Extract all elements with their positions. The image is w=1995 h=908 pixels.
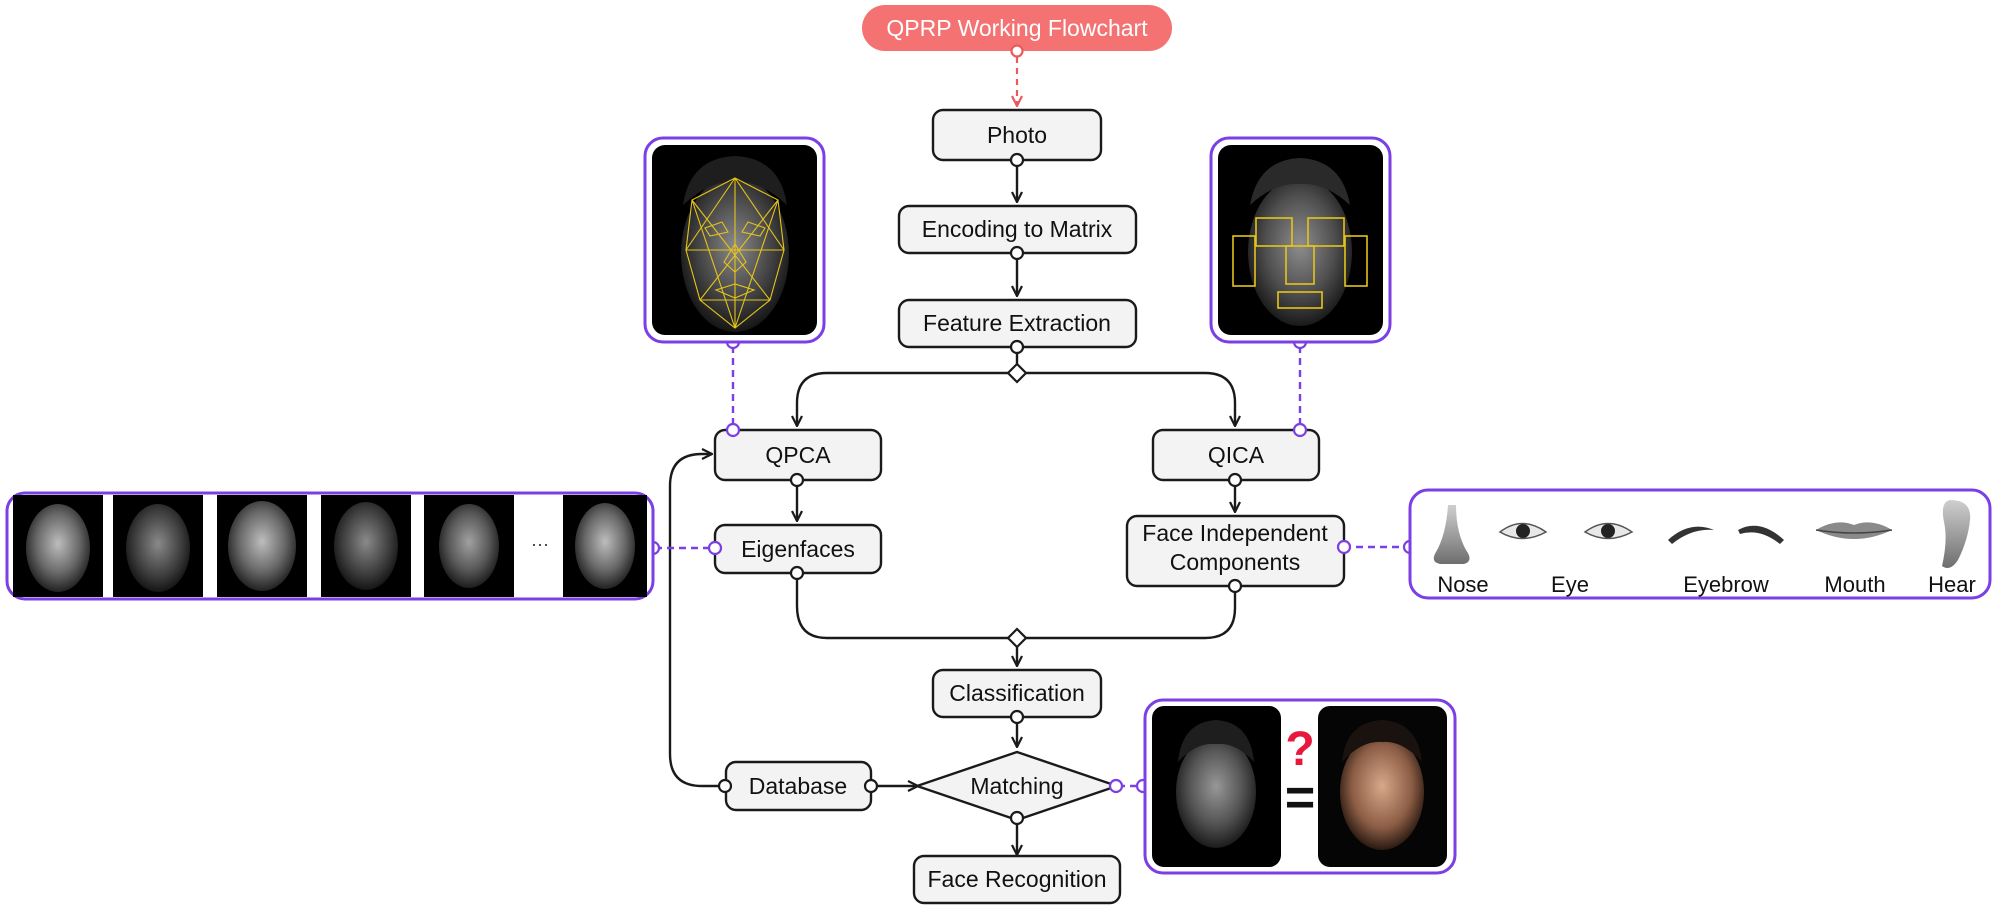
node-matching: Matching xyxy=(915,750,1119,822)
title-text: QPRP Working Flowchart xyxy=(886,15,1148,41)
feature-label-eye: Eye xyxy=(1551,572,1589,597)
title-connector xyxy=(1010,44,1024,107)
qpca-label: QPCA xyxy=(765,442,831,468)
feature-label-eyebrow: Eyebrow xyxy=(1683,572,1769,597)
facial-features-panel: Nose Eye Eyebrow Mouth Hear xyxy=(1408,488,1992,600)
eigenface-thumb-3 xyxy=(217,495,307,597)
connector-eigenfaces-merge xyxy=(795,573,1009,640)
face-recognition-label: Face Recognition xyxy=(928,866,1107,892)
feature-label-mouth: Mouth xyxy=(1824,572,1885,597)
port-components-bottom xyxy=(1227,578,1243,594)
feature-extraction-label: Feature Extraction xyxy=(923,310,1111,336)
node-database: Database xyxy=(724,760,873,812)
node-encoding-to-matrix: Encoding to Matrix xyxy=(897,204,1138,255)
split-diamond xyxy=(1006,362,1028,384)
title-pill: QPRP Working Flowchart xyxy=(862,5,1172,51)
connector-split-qpca xyxy=(797,371,1009,426)
eigenfaces-label: Eigenfaces xyxy=(741,536,855,562)
node-qpca: QPCA xyxy=(713,428,883,482)
eyebrow-image-right xyxy=(1738,525,1784,544)
port-qica-top xyxy=(1292,422,1308,438)
port-components-right xyxy=(1336,539,1352,555)
comparison-panel: ? = xyxy=(1143,698,1457,875)
classification-label: Classification xyxy=(949,680,1085,706)
database-face-image xyxy=(1318,706,1447,867)
qica-label: QICA xyxy=(1208,442,1265,468)
mesh-face-panel xyxy=(643,136,826,344)
ear-image xyxy=(1942,500,1971,568)
port-qpca-bottom xyxy=(789,472,805,488)
connector-components-merge xyxy=(1025,586,1237,640)
connector-split-qica xyxy=(1025,371,1235,426)
port-matching-bottom xyxy=(1009,810,1025,826)
mouth-image xyxy=(1815,522,1893,539)
port-qica-bottom xyxy=(1227,472,1243,488)
face-independent-label-line2: Components xyxy=(1170,549,1300,575)
port-database-left xyxy=(717,778,733,794)
eyebrow-image-left xyxy=(1668,526,1714,544)
node-qica: QICA xyxy=(1151,428,1321,482)
flow-connectors xyxy=(668,160,1237,855)
eigenfaces-ellipsis: ··· xyxy=(531,534,549,554)
port-eigenfaces-bottom xyxy=(789,565,805,581)
boxes-face-panel xyxy=(1209,136,1392,344)
node-feature-extraction: Feature Extraction xyxy=(897,298,1138,349)
eye-image-left xyxy=(1498,522,1548,540)
node-classification: Classification xyxy=(931,668,1103,719)
merge-diamond xyxy=(1006,627,1028,649)
nose-image xyxy=(1433,505,1470,564)
node-face-recognition: Face Recognition xyxy=(912,854,1122,905)
face-independent-label-line1: Face Independent xyxy=(1142,520,1328,546)
database-label: Database xyxy=(749,773,847,799)
question-mark: ? xyxy=(1285,723,1314,776)
port-eigenfaces-left xyxy=(707,540,723,556)
port-feature-bottom xyxy=(1009,339,1025,355)
matching-label: Matching xyxy=(970,773,1063,799)
eye-image-right xyxy=(1583,522,1634,540)
node-eigenfaces: Eigenfaces xyxy=(713,523,883,575)
encoding-label: Encoding to Matrix xyxy=(922,216,1113,242)
photo-label: Photo xyxy=(987,122,1047,148)
eigenfaces-strip: ··· xyxy=(5,491,655,601)
port-photo-bottom xyxy=(1009,152,1025,168)
eigenface-thumb-1 xyxy=(13,495,103,597)
connector-database-qpca xyxy=(668,454,722,788)
eigenface-thumb-5 xyxy=(424,495,514,597)
equals-sign: = xyxy=(1285,769,1315,827)
port-database-right xyxy=(863,778,879,794)
node-photo: Photo xyxy=(931,108,1103,162)
node-face-independent-components: Face Independent Components xyxy=(1125,514,1346,588)
port-classification-bottom xyxy=(1009,709,1025,725)
mesh-face-image xyxy=(681,156,789,332)
eigenface-thumb-2 xyxy=(113,495,203,597)
probe-face-image xyxy=(1152,706,1281,867)
port-qpca-top xyxy=(725,422,741,438)
feature-label-hear: Hear xyxy=(1928,572,1976,597)
boxes-face-image xyxy=(1232,158,1368,326)
feature-label-nose: Nose xyxy=(1437,572,1488,597)
port-matching-right xyxy=(1108,778,1124,794)
port-circles xyxy=(717,152,1243,826)
eigenface-thumb-6 xyxy=(563,495,647,597)
port-encoding-bottom xyxy=(1009,245,1025,261)
eigenface-thumb-4 xyxy=(321,495,411,597)
